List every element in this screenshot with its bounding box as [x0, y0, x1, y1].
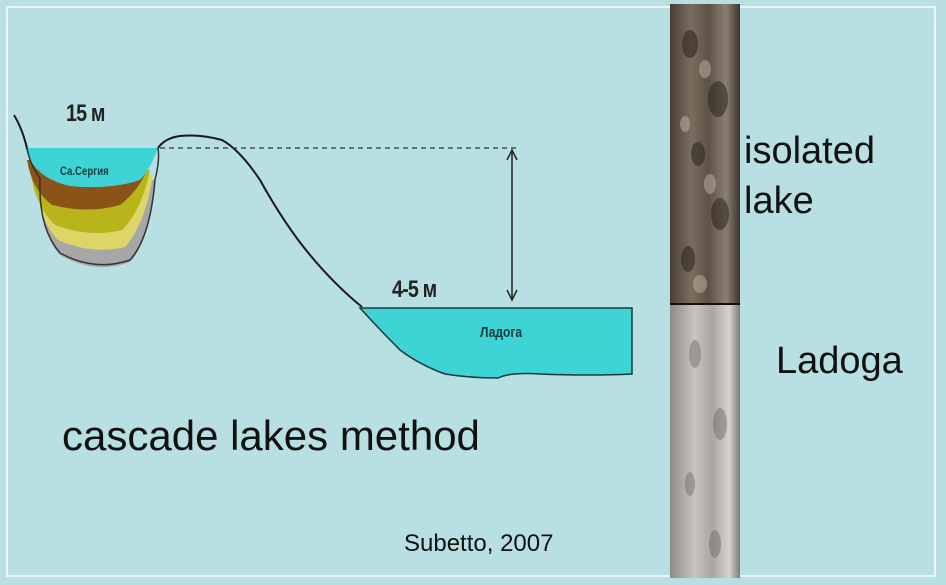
ladoga-water	[358, 307, 633, 379]
small-lake-water	[25, 148, 158, 188]
arrow-head-down-icon	[506, 289, 518, 302]
small-lake-depth-label: 15 м	[66, 100, 105, 127]
slide-frame	[6, 6, 936, 577]
small-lake-name: Са.Сергия	[60, 164, 109, 178]
ladoga-depth-label: 4-5 м	[392, 276, 437, 303]
core-lower-label: Ladoga	[776, 340, 903, 382]
small-lake-basin-outline	[26, 147, 160, 266]
sediment-core-image	[670, 4, 740, 578]
core-upper-label: isolated lake	[744, 130, 875, 222]
arrow-head-up-icon	[506, 148, 518, 161]
method-caption: cascade lakes method	[62, 412, 480, 459]
ladoga-lake-name: Ладога	[480, 324, 523, 341]
citation: Subetto, 2007	[404, 530, 554, 557]
core-drawing	[670, 4, 740, 578]
terrain-outline	[13, 114, 363, 308]
